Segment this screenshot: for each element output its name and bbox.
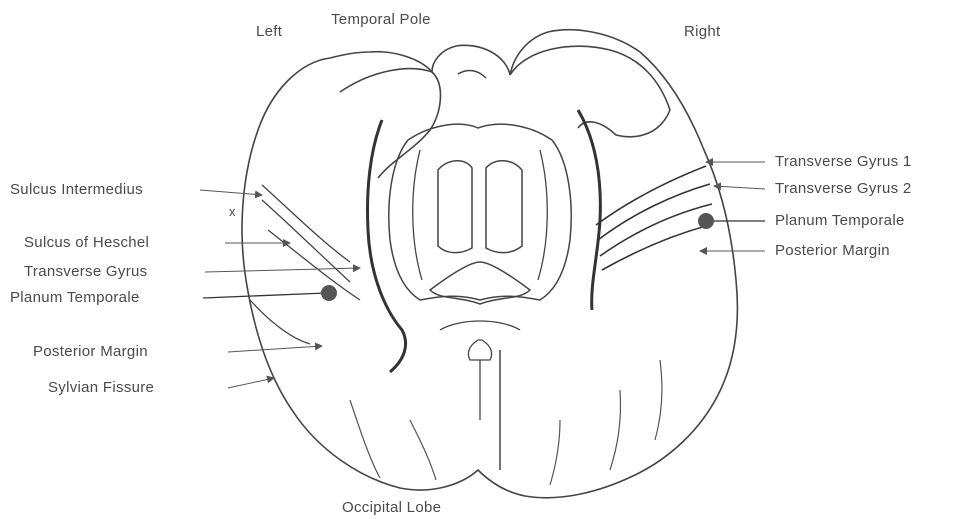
label-temporal-pole: Temporal Pole [331, 12, 431, 28]
label-posterior-margin-right: Posterior Margin [775, 243, 890, 259]
arrow-posterior-margin-left [228, 346, 322, 352]
planum-temporale-left-dot [321, 285, 337, 301]
label-planum-temporale-right: Planum Temporale [775, 213, 905, 229]
arrow-sulcus-intermedius [200, 190, 262, 195]
arrow-sylvian-fissure [228, 378, 274, 388]
arrow-transverse-gyrus-2 [714, 186, 765, 189]
left-temporal-lobe [340, 69, 440, 178]
label-transverse-gyrus-2: Transverse Gyrus 2 [775, 181, 912, 197]
right-inner-cortex [578, 110, 600, 310]
label-planum-temporale-left: Planum Temporale [10, 290, 140, 306]
label-sylvian-fissure: Sylvian Fissure [48, 380, 154, 396]
label-posterior-margin-left: Posterior Margin [33, 344, 148, 360]
central-core [389, 124, 571, 300]
label-left: Left [256, 24, 282, 40]
marker-x: x [229, 204, 236, 220]
pointer-planum-temporale-left [203, 293, 326, 298]
label-sulcus-intermedius: Sulcus Intermedius [10, 182, 143, 198]
label-sulcus-of-heschel: Sulcus of Heschel [24, 235, 149, 251]
right-temporal-lobe [510, 46, 670, 137]
planum-temporale-right-dot [698, 213, 714, 229]
label-right: Right [684, 24, 721, 40]
label-transverse-gyrus: Transverse Gyrus [24, 264, 147, 280]
label-transverse-gyrus-1: Transverse Gyrus 1 [775, 154, 912, 170]
label-occipital-lobe: Occipital Lobe [342, 500, 441, 516]
